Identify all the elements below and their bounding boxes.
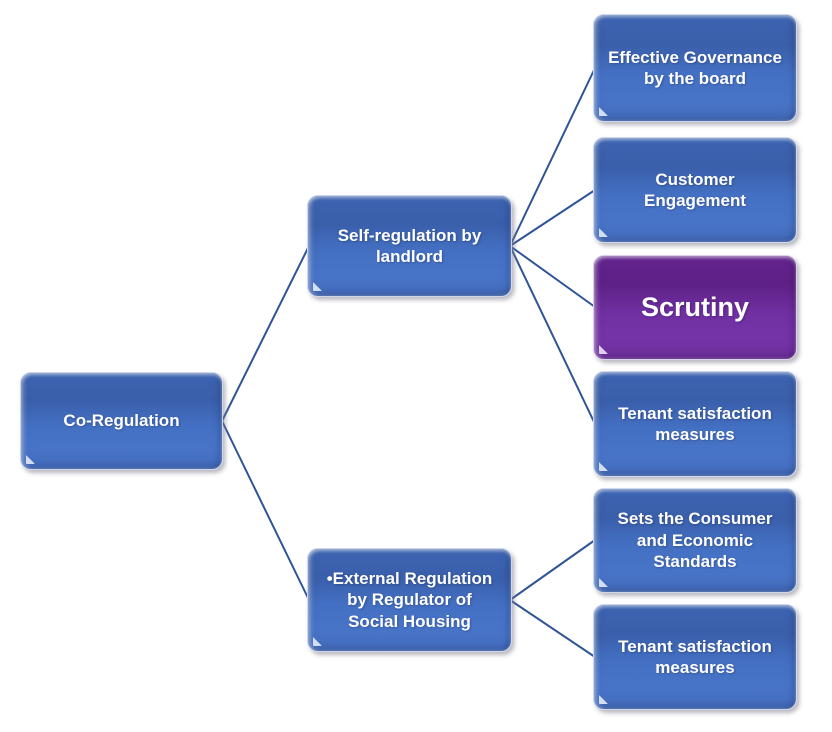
connector-self-customer-engagement (509, 189, 596, 247)
node-self-regulation-by-landlord: Self-regulation by landlord (307, 195, 512, 297)
node-co-regulation: Co-Regulation (20, 372, 223, 470)
connector-root-self-regulation (221, 245, 310, 422)
node-customer-engagement: Customer Engagement (593, 137, 797, 243)
connector-self-effective-governance (509, 67, 596, 247)
connector-self-scrutiny (509, 245, 596, 308)
connector-root-external-regulation (221, 420, 310, 601)
node-tenant-satisfaction-measures-2: Tenant satisfaction measures (593, 604, 797, 710)
connector-external-tenant-satisfaction (509, 599, 596, 658)
connector-external-sets-standards (509, 539, 596, 601)
connector-self-tenant-satisfaction (509, 245, 596, 425)
node-scrutiny: Scrutiny (593, 255, 797, 360)
node-tenant-satisfaction-measures-1: Tenant satisfaction measures (593, 371, 797, 477)
node-sets-consumer-economic-standards: Sets the Consumer and Economic Standards (593, 488, 797, 593)
node-external-regulation: •External Regulation by Regulator of Soc… (307, 548, 512, 652)
node-effective-governance: Effective Governance by the board (593, 14, 797, 122)
